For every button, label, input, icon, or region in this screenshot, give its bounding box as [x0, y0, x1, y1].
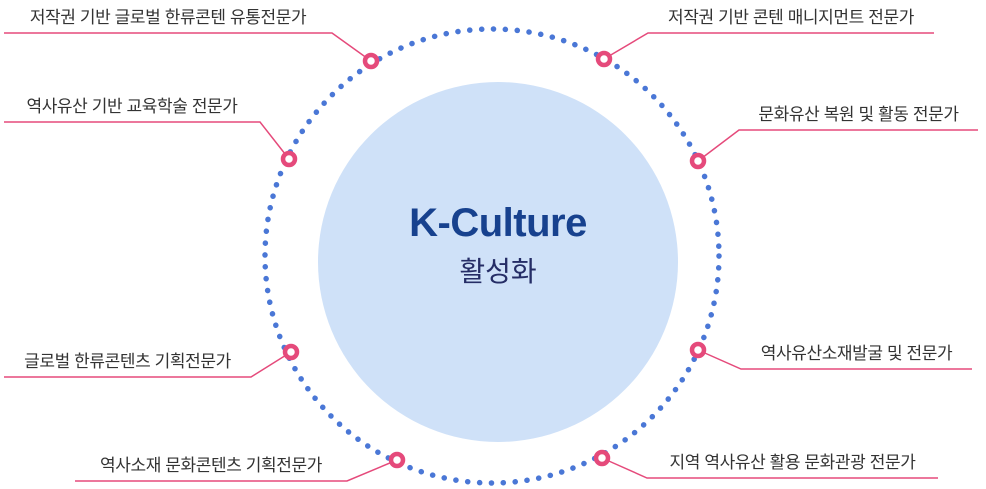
- callout-label-heritage-restoration: 문화유산 복원 및 활동 전문가: [758, 105, 959, 124]
- callout-label-hallyu-content-planning: 글로벌 한류콘텐츠 기획전문가: [24, 352, 231, 371]
- node-marker: [388, 451, 406, 469]
- connector-line: [4, 351, 292, 378]
- callout-label-culture-tourism: 지역 역사유산 활용 문화관광 전문가: [669, 453, 916, 472]
- dotted-ring-circle: [262, 26, 722, 486]
- node-marker: [593, 449, 611, 467]
- connector-line: [4, 32, 372, 62]
- connector-line: [601, 457, 938, 479]
- connector-line: [75, 459, 398, 482]
- connector-line: [697, 349, 972, 370]
- callout-label-copyright-distribution: 저작권 기반 글로벌 한류콘텐 유통전문가: [29, 8, 307, 27]
- node-marker: [595, 50, 613, 68]
- callout-label-education-academic: 역사유산 기반 교육학술 전문가: [26, 97, 238, 116]
- connector-line: [697, 129, 978, 162]
- node-marker: [689, 152, 707, 170]
- center-circle: [318, 82, 678, 442]
- node-marker: [280, 150, 298, 168]
- connector-line: [4, 121, 290, 160]
- callout-label-history-content-planning: 역사소재 문화콘텐츠 기획전문가: [99, 456, 322, 475]
- node-marker: [689, 341, 707, 359]
- node-marker: [282, 343, 300, 361]
- callout-label-heritage-material-discovery: 역사유산소재발굴 및 전문가: [760, 344, 953, 363]
- connector-line: [603, 32, 934, 60]
- callout-label-content-management: 저작권 기반 콘텐 매니지먼트 전문가: [668, 8, 914, 27]
- node-marker: [362, 52, 380, 70]
